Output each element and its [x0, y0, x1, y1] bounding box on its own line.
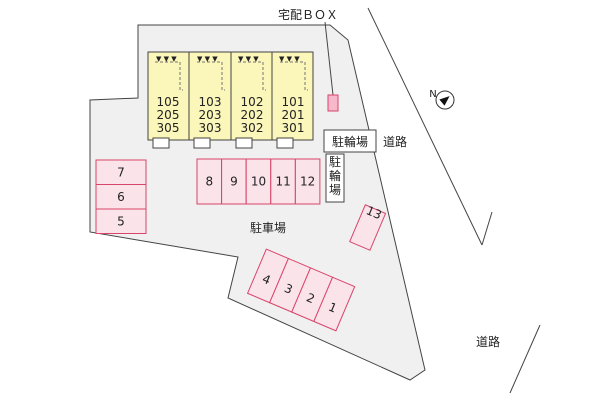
bike-parking-side-label: 駐輪場: [329, 154, 341, 197]
balcony: [235, 137, 253, 149]
parking-space: [245, 158, 272, 205]
delivery-box-label: 宅配ＢＯＸ: [278, 7, 338, 22]
road-label-east: 道路: [383, 134, 407, 149]
unit-number: 302: [241, 121, 264, 135]
north-label: N: [429, 89, 436, 100]
parking-space-number: 9: [230, 175, 238, 189]
parking-space-number: 11: [275, 175, 290, 189]
parking-space: [221, 158, 247, 205]
unit-number: 203: [199, 108, 222, 122]
parking-group-left: 7 6 5: [95, 159, 147, 234]
parking-space: [349, 204, 387, 251]
road-label-south: 道路: [476, 334, 500, 349]
entrance-arrows: ▼ ▼ ▼: [197, 55, 218, 63]
parking-space-number: 13: [364, 203, 384, 222]
parking-space-number: 12: [300, 175, 315, 189]
delivery-box: [327, 94, 339, 112]
entrance-arrows: ▼ ▼ ▼: [279, 55, 300, 63]
balcony: [193, 137, 211, 149]
room-outline: [280, 61, 308, 91]
balcony: [152, 137, 170, 149]
room-outline: [238, 61, 266, 91]
unit-number: 205: [157, 108, 180, 122]
bike-parking-side: [325, 153, 345, 203]
room-outline: [155, 61, 183, 91]
unit-number: 103: [199, 95, 222, 109]
parking-space: [270, 158, 296, 205]
unit-number: 105: [157, 95, 180, 109]
parking-space: [95, 184, 147, 210]
unit-number: 102: [241, 95, 264, 109]
parking-space: [294, 158, 321, 205]
parking-group-center: 8 9 10 11 12: [196, 158, 321, 205]
north-arrow-icon: N: [429, 89, 455, 110]
parking-space-number: 5: [117, 214, 125, 228]
parking-space: [313, 276, 356, 332]
parking-group-right: 13: [349, 203, 387, 251]
road-edge-east-outer: [367, 7, 483, 246]
balcony: [276, 137, 294, 149]
bike-parking-top-label: 駐輪場: [332, 134, 368, 149]
unit-number: 301: [282, 121, 305, 135]
unit-number: 303: [199, 121, 222, 135]
unit-number: 305: [157, 121, 180, 135]
bike-parking-top: [323, 129, 377, 153]
delivery-box-leader: [324, 21, 334, 96]
parking-space-number: 10: [251, 175, 266, 189]
parking-space: [95, 208, 147, 234]
entrance-arrows: ▼ ▼ ▼: [238, 55, 259, 63]
parking-space-number: 7: [117, 165, 125, 179]
parking-lot-label: 駐車場: [250, 220, 286, 235]
parking-space-number: 8: [205, 175, 213, 189]
entrance-arrows: ▼ ▼ ▼: [156, 55, 177, 63]
room-outline: [197, 61, 225, 91]
parking-space-number: 6: [117, 190, 125, 204]
road-edge-south: [509, 324, 541, 394]
road-edge-east-short: [481, 211, 493, 246]
apartment-building: ▼ ▼ ▼ ▼ ▼ ▼ ▼ ▼ ▼ ▼ ▼ ▼ 105 205 305 103 …: [147, 51, 314, 149]
unit-number: 101: [282, 95, 305, 109]
unit-number: 201: [282, 108, 305, 122]
unit-number: 202: [241, 108, 264, 122]
parking-space: [196, 158, 222, 205]
